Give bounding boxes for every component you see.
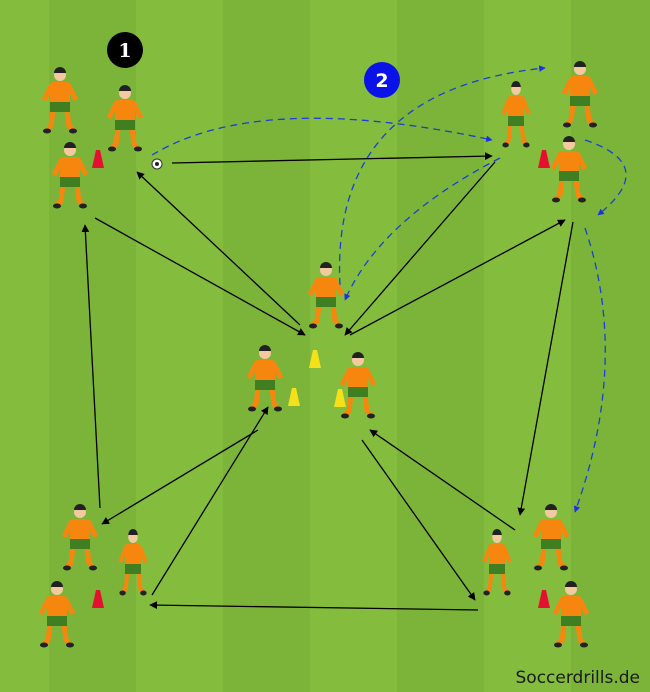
player (341, 352, 375, 419)
pass-arrow (149, 601, 479, 611)
red-cone (538, 590, 550, 608)
yellow-cone (334, 389, 346, 407)
step-badge-1: 1 (107, 32, 143, 68)
pass-arrow (344, 161, 496, 336)
pass-arrow (81, 224, 101, 509)
pass-arrows (81, 152, 574, 611)
pass-arrow (101, 429, 259, 525)
pass-arrow (369, 429, 516, 531)
watermark-credit: Soccerdrills.de (515, 668, 641, 688)
red-cone (538, 150, 550, 168)
player (309, 262, 343, 329)
run-path (338, 65, 546, 286)
player (534, 504, 568, 571)
pass-arrow (517, 221, 574, 516)
run-paths (151, 65, 627, 513)
ball (151, 158, 163, 170)
badge-label: 1 (118, 40, 131, 62)
yellow-cone (309, 350, 321, 368)
run-path (344, 157, 501, 301)
pass-arrow (136, 171, 301, 326)
step-badge-2: 2 (364, 62, 400, 98)
run-path (151, 117, 493, 156)
pass-arrow (349, 219, 566, 336)
pass-arrow (94, 217, 306, 336)
pass-arrow (361, 439, 476, 601)
pass-arrow (171, 152, 493, 164)
player (502, 81, 529, 148)
run-path (584, 139, 627, 216)
pass-arrow (151, 406, 269, 596)
badge-label: 2 (375, 70, 388, 92)
player (483, 529, 510, 596)
